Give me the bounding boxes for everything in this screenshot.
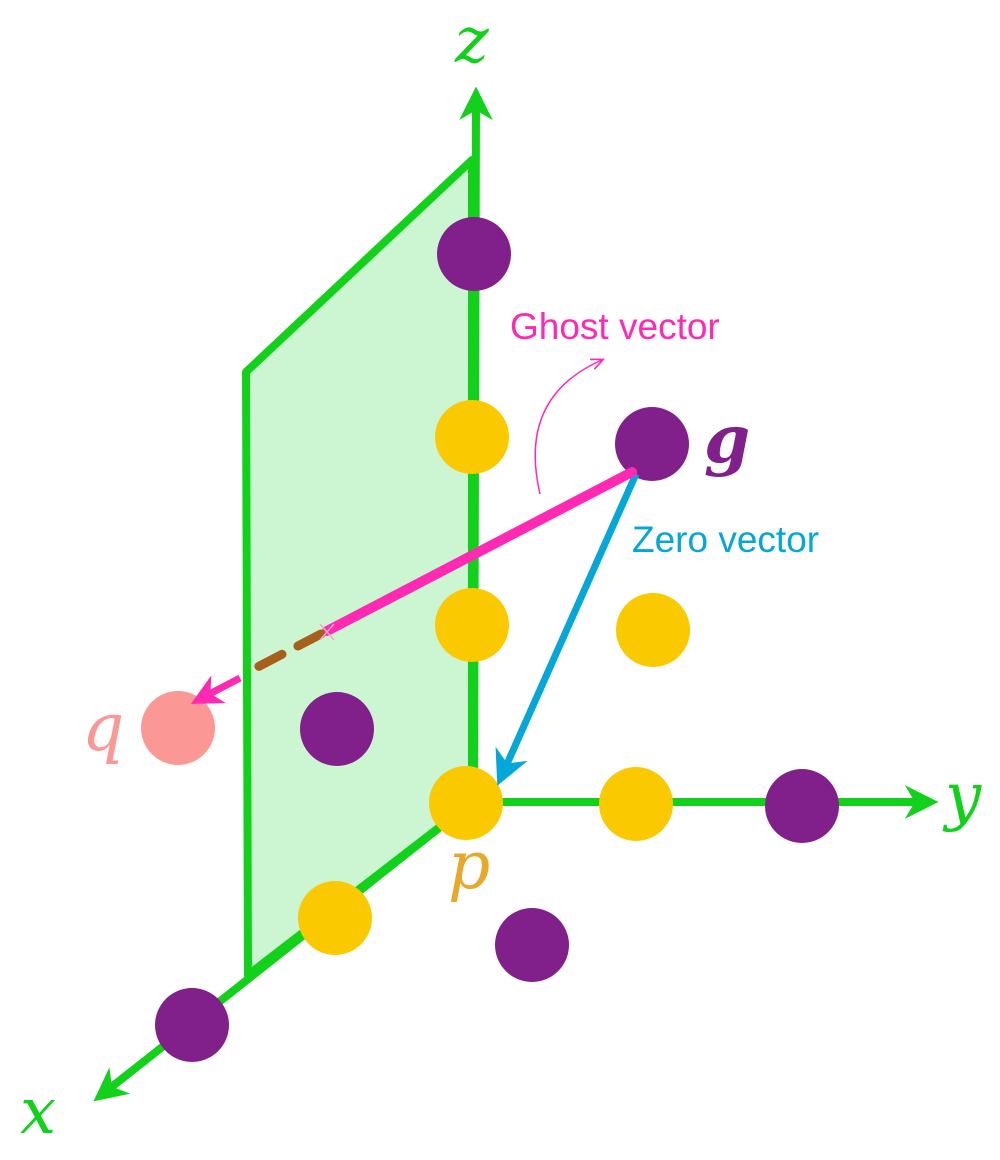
ghost-vector-tip [190, 674, 242, 704]
purple-dot-z-top [437, 217, 511, 291]
yellow-dot-z2 [435, 400, 509, 474]
yellow-dot-y1 [599, 767, 673, 841]
yellow-dot-yz [616, 593, 690, 667]
g-label: g [704, 400, 750, 478]
yellow-dot-p [429, 766, 503, 840]
purple-dot-g [615, 407, 689, 481]
ghost-vector-line [322, 467, 637, 636]
salmon-dot-q [141, 691, 215, 765]
ghost-vector-hidden-segment [243, 629, 326, 677]
q-label: q [82, 689, 124, 766]
zero-vector-arrow [495, 472, 640, 786]
x-axis-label: x [20, 1075, 56, 1149]
y-axis-label: y [942, 760, 982, 834]
hidden-point-mark [319, 623, 335, 641]
yellow-dot-z1 [435, 588, 509, 662]
z-axis-label: z [454, 4, 490, 78]
purple-dot-x-far [155, 988, 229, 1062]
yellow-dot-x1 [298, 881, 372, 955]
purple-dot-floor [495, 908, 569, 982]
p-label: p [448, 827, 490, 904]
ghost-vector-label: Ghost vector [510, 306, 720, 347]
purple-dot-y-far [765, 769, 839, 843]
purple-dot-plane [300, 692, 374, 766]
ghost-vector-pointer [534, 360, 602, 495]
zero-vector-label: Zero vector [632, 519, 819, 560]
